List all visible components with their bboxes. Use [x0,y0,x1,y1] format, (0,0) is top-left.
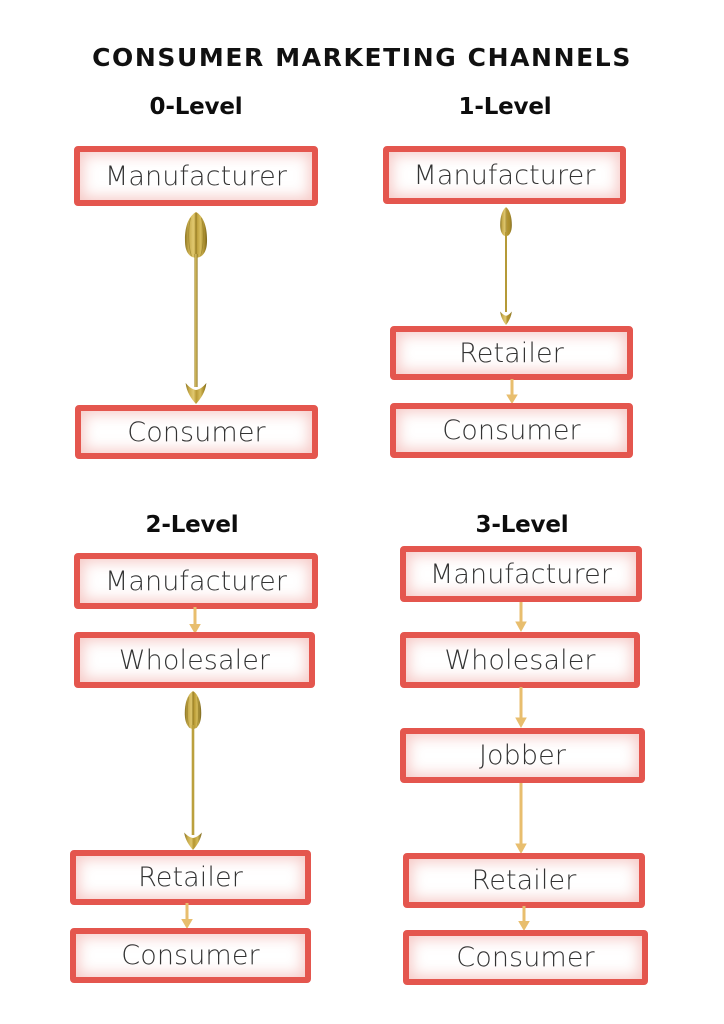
node-label: Consumer [456,942,595,973]
column-heading-level-2: 2-Level [145,512,239,538]
node-level1-consumer[interactable]: Consumer [390,403,633,458]
node-level1-retailer[interactable]: Retailer [390,326,633,380]
node-level2-retailer[interactable]: Retailer [70,850,311,905]
node-level2-wholesaler[interactable]: Wholesaler [74,632,315,688]
connector-level2-manufacturer-wholesaler [186,607,204,635]
connector-level2-wholesaler-retailer [176,687,210,851]
connector-level1-manufacturer-retailer [494,204,518,326]
node-label: Jobber [478,740,567,771]
node-level0-manufacturer[interactable]: Manufacturer [74,146,318,206]
node-label: Manufacturer [104,565,288,597]
connector-level3-jobber-retailer [512,783,530,855]
node-level3-consumer[interactable]: Consumer [403,930,648,985]
node-label: Retailer [138,862,243,893]
node-label: Wholesaler [118,644,271,676]
node-label: Consumer [127,416,266,448]
node-label: Retailer [459,337,564,369]
connector-level3-wholesaler-jobber [512,687,530,729]
node-label: Manufacturer [104,160,288,192]
node-level3-manufacturer[interactable]: Manufacturer [400,546,642,602]
column-heading-level-0: 0-Level [149,94,243,120]
column-heading-level-1: 1-Level [458,94,552,120]
node-level3-jobber[interactable]: Jobber [400,728,645,783]
page-title: CONSUMER MARKETING CHANNELS [92,43,632,72]
node-level2-manufacturer[interactable]: Manufacturer [74,553,318,609]
connector-level3-manufacturer-wholesaler [512,602,530,633]
node-label: Manufacturer [429,558,613,590]
node-level1-manufacturer[interactable]: Manufacturer [383,146,626,204]
node-level0-consumer[interactable]: Consumer [75,405,318,459]
node-label: Wholesaler [444,644,596,676]
connector-level0-manufacturer-consumer [176,206,216,405]
column-heading-level-3: 3-Level [475,512,569,538]
connector-level1-retailer-consumer [503,379,521,405]
connector-level3-retailer-consumer [515,906,533,932]
node-label: Manufacturer [413,159,596,191]
node-level2-consumer[interactable]: Consumer [70,928,311,983]
node-label: Consumer [121,940,260,971]
node-label: Consumer [442,415,581,446]
node-label: Retailer [471,865,577,896]
node-level3-wholesaler[interactable]: Wholesaler [400,632,640,688]
connector-level2-retailer-consumer [178,903,196,930]
node-level3-retailer[interactable]: Retailer [403,853,645,908]
